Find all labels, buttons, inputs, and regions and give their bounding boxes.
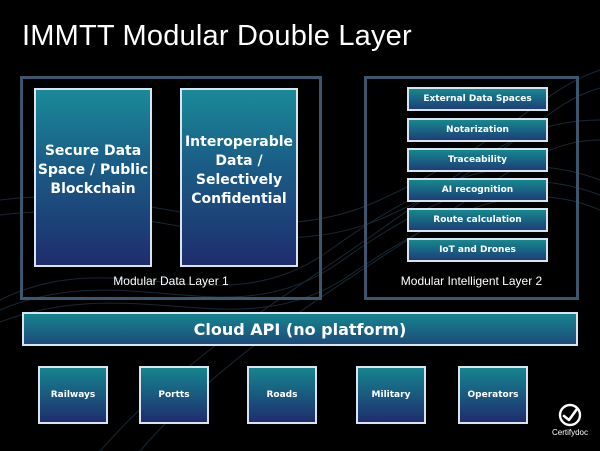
sector-label: Portts: [158, 390, 190, 400]
module-notarization: Notarization: [407, 118, 548, 142]
sector-label: Railways: [50, 390, 96, 400]
module-label: External Data Spaces: [423, 94, 532, 104]
cloud-api-bar: Cloud API (no platform): [22, 312, 578, 346]
sector-label: Operators: [467, 390, 519, 400]
secure-data-space-label: Secure Data Space / Public Blockchain: [37, 143, 149, 197]
cloud-api-label: Cloud API (no platform): [193, 319, 407, 339]
module-route-calculation: Route calculation: [407, 208, 548, 232]
sector-label: Roads: [266, 390, 298, 400]
module-traceability: Traceability: [407, 148, 548, 172]
module-ai-recognition: AI recognition: [407, 178, 548, 202]
data-layer-frame: Modular Data Layer 1: [20, 76, 322, 300]
sector-operators: Operators: [458, 366, 528, 424]
certifydoc-logo-icon: [558, 403, 582, 427]
module-label: IoT and Drones: [439, 245, 516, 255]
sector-roads: Roads: [247, 366, 317, 424]
sector-portts: Portts: [139, 366, 209, 424]
module-label: Route calculation: [433, 215, 522, 225]
logo-text: Certifydoc: [551, 428, 588, 437]
secure-data-space-box: Secure Data Space / Public Blockchain: [34, 88, 152, 267]
certifydoc-logo: Certifydoc: [546, 403, 594, 447]
module-iot-and-drones: IoT and Drones: [407, 238, 548, 262]
interoperable-data-box: Interoperable Data / Selectively Confide…: [180, 88, 298, 267]
sector-railways: Railways: [38, 366, 108, 424]
module-label: Traceability: [447, 155, 508, 165]
intelligent-layer-label: Modular Intelligent Layer 2: [400, 274, 543, 288]
module-label: Notarization: [446, 125, 509, 135]
data-layer-label: Modular Data Layer 1: [113, 274, 229, 288]
intelligent-layer-frame: Modular Intelligent Layer 2: [364, 76, 579, 300]
module-external-data-spaces: External Data Spaces: [407, 87, 548, 111]
interoperable-data-label: Interoperable Data / Selectively Confide…: [184, 133, 294, 207]
sector-label: Military: [371, 390, 411, 400]
sector-military: Military: [356, 366, 426, 424]
module-label: AI recognition: [441, 185, 514, 195]
page-title: IMMTT Modular Double Layer: [22, 20, 412, 52]
